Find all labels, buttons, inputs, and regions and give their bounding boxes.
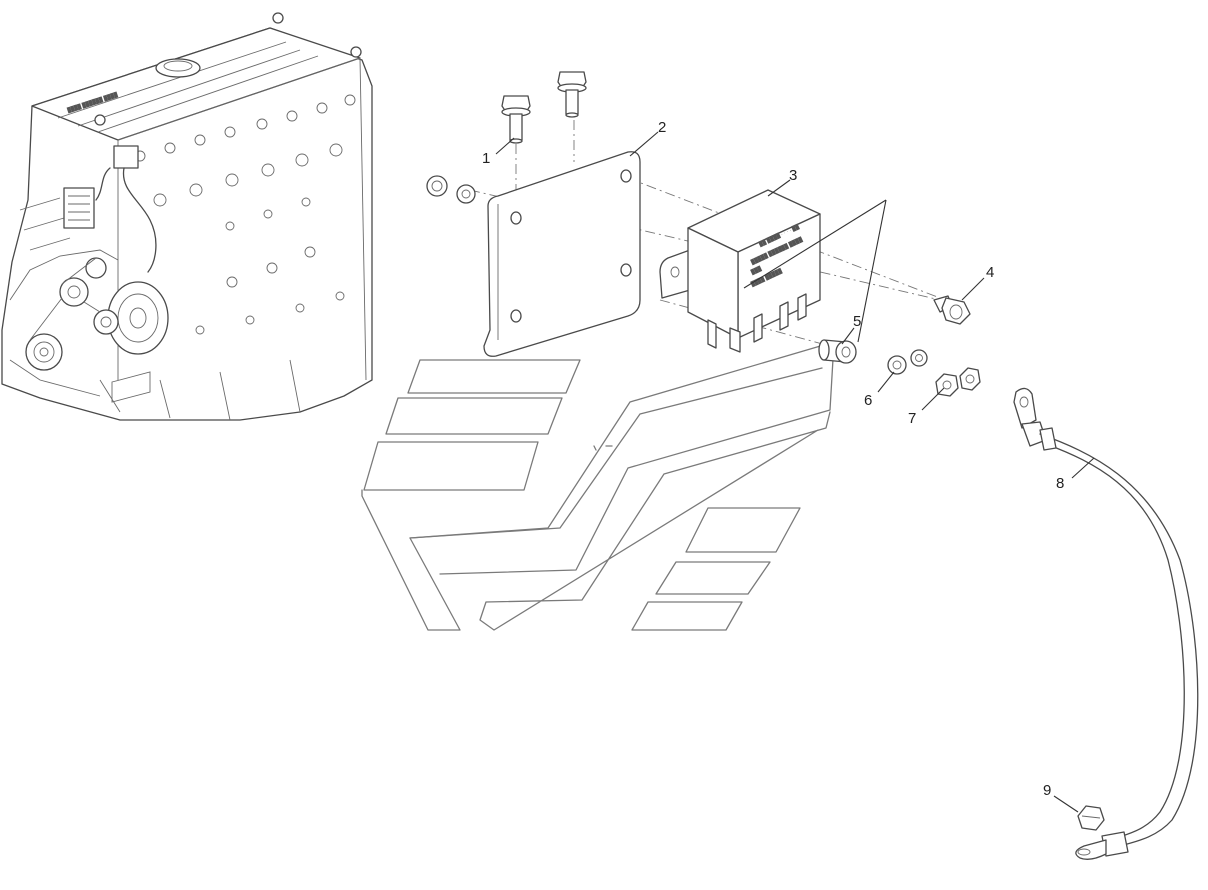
manufacturer-logo-icon bbox=[361, 341, 835, 631]
engine-block-icon: ████ ██████ ████ bbox=[1, 12, 373, 421]
part-4-bolt bbox=[933, 295, 971, 325]
callout-1: 1 bbox=[482, 150, 490, 167]
callout-3: 3 bbox=[789, 167, 797, 184]
part-2-bracket bbox=[483, 151, 641, 357]
part-8-cable bbox=[1013, 387, 1199, 860]
svg-text:███: ███ bbox=[750, 265, 763, 276]
part-9-nut bbox=[1077, 805, 1105, 831]
washer-left-inner bbox=[456, 184, 476, 204]
callout-6: 6 bbox=[864, 392, 872, 409]
callout-4: 4 bbox=[986, 264, 994, 281]
leader-lines bbox=[495, 131, 1095, 813]
part-7-nuts bbox=[935, 367, 981, 397]
callout-9: 9 bbox=[1043, 782, 1051, 799]
washer-left-outer bbox=[426, 175, 448, 197]
part-5-spacer bbox=[818, 339, 857, 364]
callout-8: 8 bbox=[1056, 475, 1064, 492]
part-3-relay: ██ ████ · · · · ██ █████ ██████ ████ ███… bbox=[659, 189, 821, 353]
part-1-bolt bbox=[501, 95, 531, 144]
callout-5: 5 bbox=[853, 313, 861, 330]
bolt-upper bbox=[557, 71, 587, 118]
callout-labels: 1 2 3 4 5 6 7 8 9 bbox=[482, 119, 1064, 799]
part-6-washers bbox=[887, 349, 928, 375]
callout-2: 2 bbox=[658, 119, 666, 136]
callout-7: 7 bbox=[908, 410, 916, 427]
